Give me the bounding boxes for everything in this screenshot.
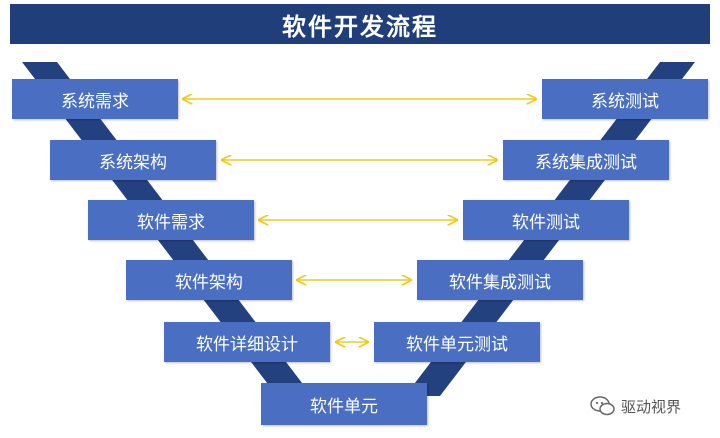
right-stage-3: 软件测试 xyxy=(463,200,629,240)
left-stage-4: 软件架构 xyxy=(126,260,292,300)
left-stage-2: 系统架构 xyxy=(50,140,216,180)
watermark-text: 驱动视界 xyxy=(621,397,682,416)
right-stage-1: 系统测试 xyxy=(542,79,708,119)
page-title: 软件开发流程 xyxy=(282,12,438,41)
left-stage-3: 软件需求 xyxy=(88,200,254,240)
left-stage-5: 软件详细设计 xyxy=(164,322,330,362)
watermark: 驱动视界 xyxy=(590,391,681,421)
left-stage-1: 系统需求 xyxy=(12,79,178,119)
title-bar: 软件开发流程 xyxy=(10,4,710,44)
right-stage-4: 软件集成测试 xyxy=(417,260,583,300)
right-stage-5: 软件单元测试 xyxy=(374,322,540,362)
right-stage-2: 系统集成测试 xyxy=(503,140,669,180)
bottom-stage: 软件单元 xyxy=(261,383,427,425)
wechat-icon xyxy=(590,396,615,416)
